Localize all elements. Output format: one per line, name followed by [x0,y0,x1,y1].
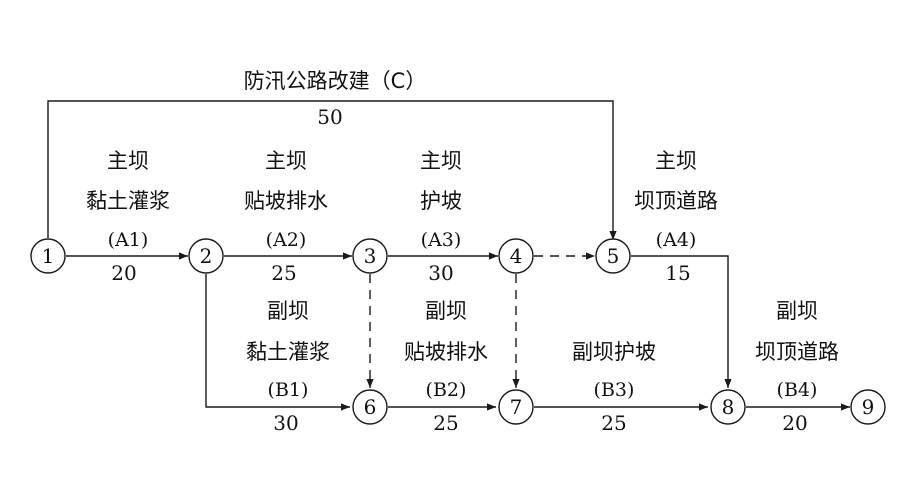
node-1: 1 [30,238,66,274]
activity-b1-code: (B1) [268,379,309,401]
node-9: 9 [850,389,886,425]
edge-a4 [631,255,732,388]
node-label: 3 [364,244,377,268]
activity-a4-line1: 主坝 [655,149,697,173]
node-label: 9 [862,395,875,419]
node-8: 8 [710,389,746,425]
activity-b1-line1: 副坝 [267,299,309,323]
activity-b4-line1: 副坝 [776,299,818,323]
activity-c-duration: 50 [317,105,342,129]
activity-a3-line1: 主坝 [420,149,462,173]
activity-b3-line1: 副坝护坡 [572,340,656,364]
activity-b2-line2: 贴坡排水 [404,340,488,364]
activity-a1-line2: 黏土灌浆 [86,189,170,213]
edge-c [47,100,617,240]
node-label: 2 [200,244,213,268]
activity-b1-line2: 黏土灌浆 [246,340,330,364]
activity-b4-duration: 20 [782,411,807,435]
activity-a3-line2: 护坡 [420,189,462,213]
activity-a1-duration: 20 [111,261,136,285]
activity-a2-line2: 贴坡排水 [244,189,328,213]
activity-b4-code: (B4) [777,379,818,401]
activity-b3-code: (B3) [594,379,635,401]
activity-a3-duration: 30 [428,261,453,285]
node-6: 6 [352,389,388,425]
node-label: 8 [722,395,735,419]
node-4: 4 [498,238,534,274]
activity-a2-code: (A2) [266,229,307,251]
activity-b2-duration: 25 [433,411,458,435]
activity-a4-duration: 15 [665,261,690,285]
activity-a1-code: (A1) [108,229,149,251]
node-2: 2 [188,238,224,274]
activity-a3-code: (A3) [421,229,462,251]
activity-b1-duration: 30 [273,411,298,435]
edge-b1 [205,274,350,411]
node-7: 7 [498,389,534,425]
activity-a2-duration: 25 [271,261,296,285]
node-label: 4 [510,244,523,268]
activity-c-name: 防汛公路改建（C） [244,69,427,93]
node-label: 6 [364,395,377,419]
node-5: 5 [595,238,631,274]
node-label: 7 [510,395,523,419]
activity-b3-duration: 25 [601,411,626,435]
activity-a4-code: (A4) [656,229,697,251]
activity-a4-line2: 坝顶道路 [634,189,718,213]
node-label: 5 [607,244,620,268]
activity-a1-line1: 主坝 [107,149,149,173]
activity-a2-line1: 主坝 [265,149,307,173]
activity-b2-code: (B2) [426,379,467,401]
node-3: 3 [352,238,388,274]
node-label: 1 [42,244,55,268]
activity-b2-line1: 副坝 [425,299,467,323]
activity-b4-line2: 坝顶道路 [755,340,839,364]
